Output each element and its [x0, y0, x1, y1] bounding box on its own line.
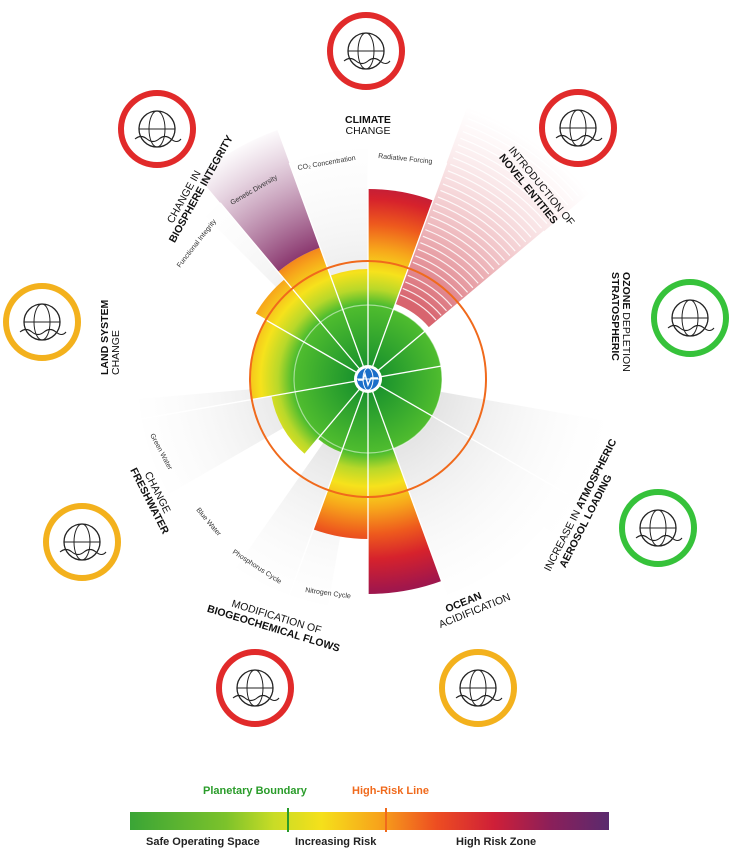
novel-stripe — [470, 111, 585, 192]
divider-spoke — [367, 338, 595, 380]
novel-stripe — [452, 157, 548, 224]
legend-increasing-label: Increasing Risk — [295, 836, 377, 848]
ocean-ph-icon — [439, 649, 517, 727]
divider-spoke — [367, 162, 448, 380]
novel-stripe — [407, 274, 453, 307]
chemical-hazard-icon — [539, 89, 617, 167]
novel-stripe — [417, 248, 474, 289]
water-drop-icon — [43, 503, 121, 581]
legend-high-risk-zone-label: High Risk Zone — [456, 836, 537, 848]
thermometer-landscape-icon — [327, 12, 405, 90]
divider-spoke — [219, 202, 369, 380]
novel-entities-fill — [395, 97, 598, 328]
sub-label-blue-water: Blue Water — [194, 507, 222, 538]
novel-stripe — [405, 281, 447, 312]
sector-dividers — [141, 149, 595, 609]
novel-stripe — [462, 131, 569, 206]
novel-stripe — [432, 209, 506, 261]
novel-stripe — [400, 294, 437, 321]
factory-smoke-icon — [619, 489, 697, 567]
novel-stripe — [427, 222, 495, 270]
novel-stripe — [435, 202, 511, 257]
novel-stripe — [460, 137, 564, 211]
svg-text:CLIMATE: CLIMATE — [345, 114, 391, 126]
sub-label-radiative: Radiative Forcing — [378, 153, 433, 166]
svg-text:CHANGE: CHANGE — [346, 125, 391, 137]
svg-text:LAND SYSTEM: LAND SYSTEM — [99, 299, 111, 375]
novel-stripe — [455, 150, 553, 220]
novel-stripe — [415, 255, 469, 293]
svg-text:CHANGE: CHANGE — [110, 330, 122, 375]
title-climate: CLIMATE CHANGE — [345, 114, 391, 137]
novel-stripe — [440, 189, 521, 247]
novel-stripe — [402, 287, 442, 316]
plants-nutrients-icon — [216, 649, 294, 727]
divider-spoke — [367, 378, 448, 596]
legend-safe-label: Safe Operating Space — [146, 836, 260, 848]
title-ozone: STRATOSPHERIC OZONE DEPLETION — [609, 272, 632, 372]
legend-planetary-boundary-label: Planetary Boundary — [203, 785, 307, 797]
novel-stripe — [457, 144, 558, 215]
novel-stripe — [420, 242, 479, 284]
novel-stripe — [467, 117, 580, 197]
legend-high-risk-marker — [385, 808, 387, 832]
planetary-boundary-circle — [293, 304, 443, 454]
divider-spoke — [168, 263, 369, 380]
divider-spoke — [288, 162, 369, 380]
novel-stripe — [450, 163, 543, 229]
center-globe-icon — [354, 365, 382, 393]
novel-stripe — [437, 196, 516, 252]
high-risk-line-circle — [249, 260, 487, 498]
divider-spoke — [367, 378, 568, 495]
risk-legend: Planetary Boundary High-Risk Line Safe O… — [0, 770, 742, 848]
boundary-icons — [3, 12, 729, 727]
wedge-genetic-diversity-extended — [197, 129, 321, 272]
novel-stripe — [422, 235, 484, 280]
novel-stripe — [425, 229, 490, 275]
novel-stripe — [412, 261, 463, 298]
legend-gradient-bar — [130, 812, 609, 830]
tree-stump-icon — [3, 283, 81, 361]
novel-stripe — [445, 176, 532, 238]
svg-text:OZONE DEPLETION: OZONE DEPLETION — [620, 272, 632, 372]
divider-spoke — [367, 230, 545, 380]
svg-text:STRATOSPHERIC: STRATOSPHERIC — [609, 272, 621, 361]
legend-planetary-boundary-marker — [287, 808, 289, 832]
biodiversity-icon — [118, 90, 196, 168]
novel-stripe — [447, 170, 537, 234]
divider-spoke — [288, 378, 369, 596]
novel-stripe — [472, 104, 590, 188]
ozone-globe-icon — [651, 279, 729, 357]
divider-spoke — [219, 378, 369, 556]
divider-spoke — [141, 378, 369, 420]
novel-stripe — [465, 124, 574, 201]
novel-entities-wedge — [395, 97, 598, 328]
title-land-system: LAND SYSTEM CHANGE — [99, 299, 122, 375]
novel-stripe — [430, 215, 500, 266]
legend-high-risk-line-label: High-Risk Line — [352, 785, 430, 797]
novel-stripe — [442, 183, 527, 243]
